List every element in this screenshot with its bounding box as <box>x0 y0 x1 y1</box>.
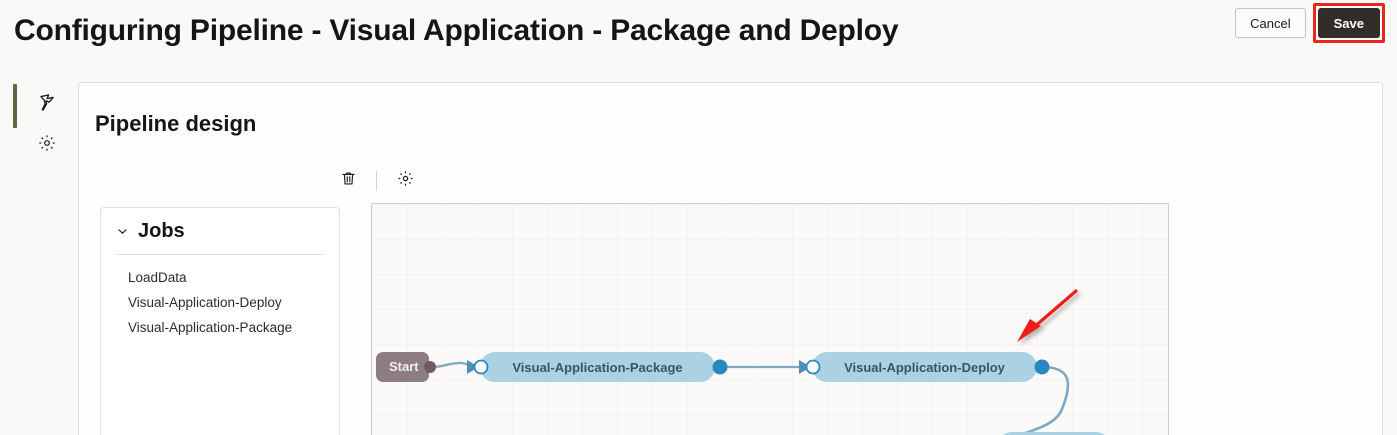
edge-start-to-package[interactable] <box>431 360 479 374</box>
header-actions: Cancel Save <box>1235 3 1385 43</box>
node-visual-application-package[interactable] <box>473 352 728 382</box>
edge-deploy-to-loaddata[interactable] <box>993 365 1070 435</box>
gear-icon <box>397 170 414 192</box>
jobs-panel-title: Jobs <box>138 219 185 242</box>
toolbar-divider <box>376 171 377 191</box>
canvas-grid <box>372 204 1168 435</box>
delete-button[interactable] <box>334 167 362 195</box>
jobs-panel-header[interactable]: Jobs <box>101 208 339 254</box>
jobs-panel: Jobs LoadData Visual-Application-Deploy … <box>100 207 340 435</box>
left-icon-rail <box>10 82 66 435</box>
list-item[interactable]: Visual-Application-Deploy <box>128 295 282 310</box>
page-title: Configuring Pipeline - Visual Applicatio… <box>14 14 899 47</box>
pipeline-design-icon <box>37 92 58 118</box>
rail-item-pipeline-design[interactable] <box>32 90 62 120</box>
node-visual-application-deploy[interactable] <box>805 352 1050 382</box>
node-loaddata[interactable] <box>992 432 1124 435</box>
pipeline-canvas[interactable]: Start Visual-Application-Package Visual-… <box>371 203 1169 435</box>
jobs-list: LoadData Visual-Application-Deploy Visua… <box>101 255 339 340</box>
cancel-button[interactable]: Cancel <box>1235 8 1306 38</box>
pipeline-design-card: Pipeline design <box>78 82 1383 435</box>
rail-item-settings[interactable] <box>32 130 62 160</box>
list-item[interactable]: Visual-Application-Package <box>128 320 293 335</box>
jobs-panel-divider <box>115 254 325 255</box>
settings-button[interactable] <box>391 167 419 195</box>
save-button-highlight: Save <box>1312 3 1385 43</box>
gear-icon <box>38 134 56 157</box>
chevron-down-icon <box>115 224 129 238</box>
trash-icon <box>340 170 357 192</box>
rail-active-indicator <box>13 84 17 128</box>
designer-toolbar <box>334 167 419 195</box>
list-item[interactable]: LoadData <box>128 270 187 285</box>
save-button[interactable]: Save <box>1317 8 1380 38</box>
node-start[interactable] <box>376 352 436 382</box>
canvas-graph <box>372 204 1168 435</box>
card-title: Pipeline design <box>95 111 257 136</box>
edge-package-to-deploy[interactable] <box>720 360 811 374</box>
